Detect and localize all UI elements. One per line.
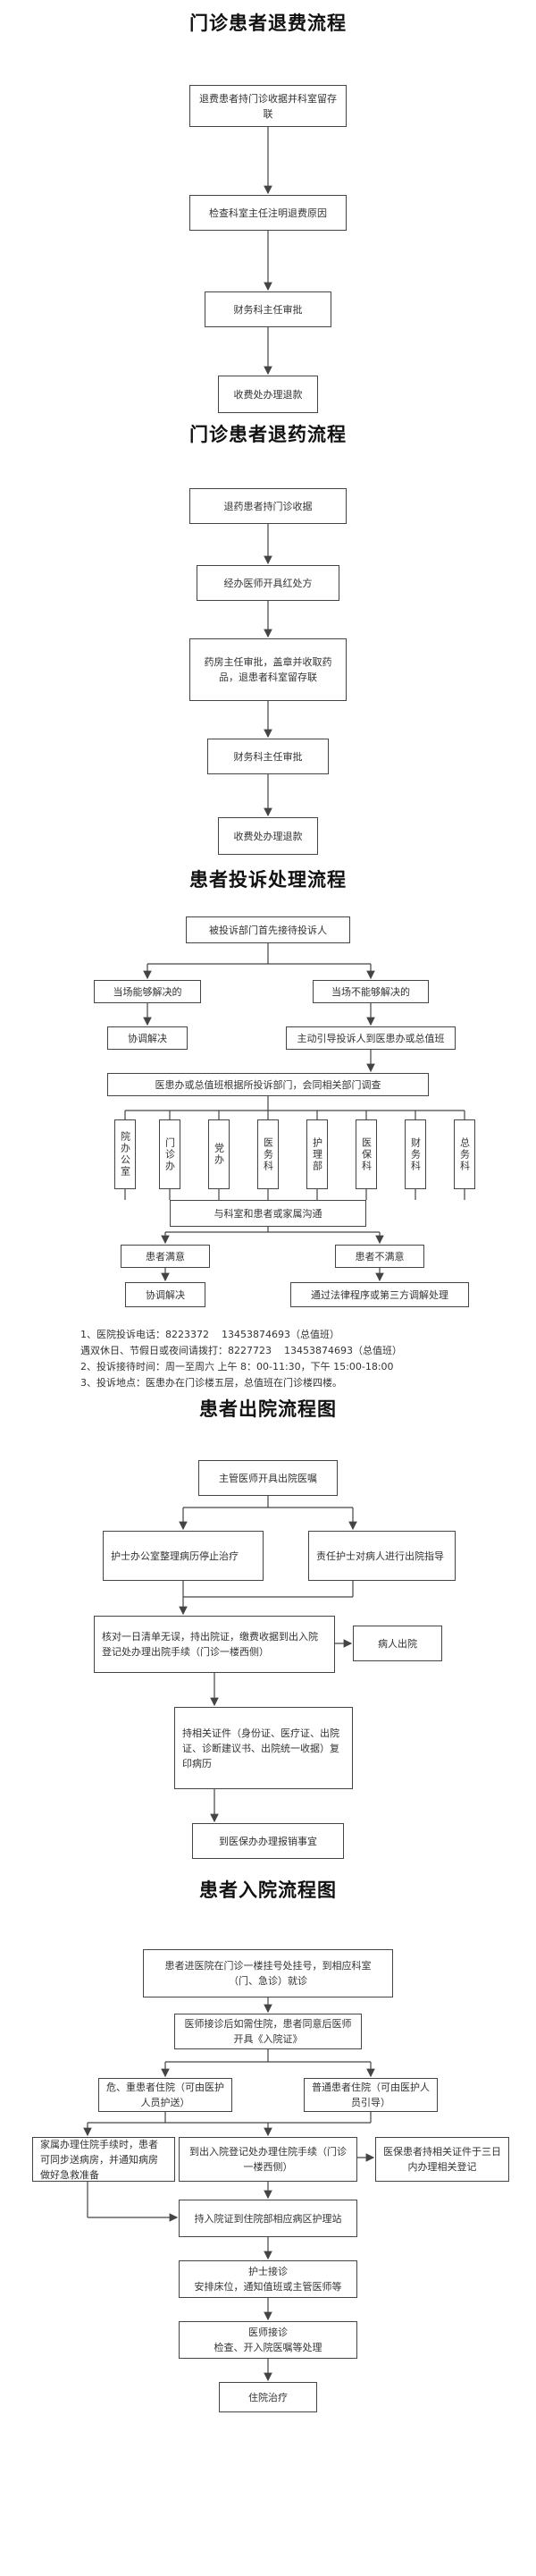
discharge-duty-nurse: 责任护士对病人进行出院指导 bbox=[308, 1531, 456, 1581]
section-title-admission: 患者入院流程图 bbox=[199, 1879, 337, 1901]
discharge-copy-records: 持相关证件（身份证、医疗证、出院证、诊断建议书、出院统一收据）复印病历 bbox=[174, 1707, 353, 1789]
department-box: 医务科 bbox=[257, 1119, 279, 1189]
complaint-investigate: 医患办或总值班根据所投诉部门，会同相关部门调查 bbox=[107, 1073, 429, 1096]
complaint-dissatisfied: 患者不满意 bbox=[335, 1245, 424, 1268]
admission-critical: 危、重患者住院（可由医护人员护送） bbox=[98, 2078, 232, 2112]
complaint-note-holiday: 遇双休日、节假日或夜间请拨打：8227723 13453874693（总值班） bbox=[80, 1345, 402, 1356]
department-box: 门诊办 bbox=[159, 1119, 180, 1189]
refund-step-1: 退费患者持门诊收据并科室留存联 bbox=[189, 85, 347, 127]
department-box: 院办公室 bbox=[114, 1119, 136, 1189]
complaint-legal: 通过法律程序或第三方调解处理 bbox=[290, 1282, 469, 1307]
department-box: 医保科 bbox=[356, 1119, 377, 1189]
drug-step-4: 财务科主任审批 bbox=[207, 739, 329, 774]
drug-step-2: 经办医师开具红处方 bbox=[197, 565, 339, 601]
admission-insured: 医保患者持相关证件于三日内办理相关登记 bbox=[375, 2137, 509, 2182]
department-box: 财务科 bbox=[405, 1119, 426, 1189]
admission-treatment: 住院治疗 bbox=[219, 2382, 317, 2412]
admission-nurse-receive: 护士接诊 安排床位，通知值班或主管医师等 bbox=[179, 2260, 357, 2298]
admission-family: 家属办理住院手续时，患者可同步送病房，并通知病房做好急救准备 bbox=[32, 2137, 175, 2182]
refund-step-2: 检查科室主任注明退费原因 bbox=[189, 195, 347, 231]
discharge-nurse-office: 护士办公室整理病历停止治疗 bbox=[103, 1531, 264, 1581]
department-box: 护理部 bbox=[306, 1119, 328, 1189]
complaint-coordinate: 协调解决 bbox=[107, 1026, 188, 1050]
admission-normal: 普通患者住院（可由医护人员引导） bbox=[304, 2078, 438, 2112]
admission-register: 患者进医院在门诊一楼挂号处挂号，到相应科室（门、急诊）就诊 bbox=[143, 1949, 393, 1997]
admission-office: 到出入院登记处办理住院手续（门诊一楼西侧） bbox=[179, 2137, 357, 2182]
discharge-order: 主管医师开具出院医嘱 bbox=[198, 1460, 338, 1496]
discharge-insurance: 到医保办办理报销事宜 bbox=[192, 1823, 344, 1859]
refund-step-3: 财务科主任审批 bbox=[205, 291, 331, 327]
complaint-guide: 主动引导投诉人到医患办或总值班 bbox=[286, 1026, 456, 1050]
complaint-solved-on-site: 当场能够解决的 bbox=[94, 980, 201, 1003]
discharge-patient-leaves: 病人出院 bbox=[353, 1626, 442, 1661]
complaint-coordinate-2: 协调解决 bbox=[125, 1282, 205, 1307]
admission-doctor-receive: 医师接诊 检查、开入院医嘱等处理 bbox=[179, 2321, 357, 2359]
admission-doctor: 医师接诊后如需住院，患者同意后医师开具《入院证》 bbox=[174, 2014, 362, 2049]
drug-step-5: 收费处办理退款 bbox=[218, 817, 318, 855]
complaint-note-location: 3、投诉地点：医患办在门诊楼五层，总值班在门诊楼四楼。 bbox=[80, 1377, 342, 1389]
complaint-note-hours: 2、投诉接待时间：周一至周六 上午 8：00-11:30，下午 15:00-18… bbox=[80, 1361, 394, 1372]
complaint-note-phone: 1、医院投诉电话：8223372 13453874693（总值班） bbox=[80, 1329, 339, 1340]
complaint-communicate: 与科室和患者或家属沟通 bbox=[170, 1200, 366, 1227]
section-title-drug-return: 门诊患者退药流程 bbox=[189, 423, 347, 445]
section-title-complaint: 患者投诉处理流程 bbox=[189, 868, 347, 891]
refund-step-4: 收费处办理退款 bbox=[218, 376, 318, 413]
department-box: 总务科 bbox=[454, 1119, 475, 1189]
drug-step-1: 退药患者持门诊收据 bbox=[189, 488, 347, 524]
admission-ward: 持入院证到住院部相应病区护理站 bbox=[179, 2200, 357, 2237]
complaint-unsolved-on-site: 当场不能够解决的 bbox=[313, 980, 429, 1003]
discharge-checkout: 核对一日清单无误，持出院证，缴费收据到出入院登记处办理出院手续（门诊一楼西侧） bbox=[94, 1616, 335, 1673]
department-box: 党办 bbox=[208, 1119, 230, 1189]
complaint-first-reception: 被投诉部门首先接待投诉人 bbox=[186, 916, 350, 943]
section-title-discharge: 患者出院流程图 bbox=[199, 1398, 337, 1420]
section-title-refund: 门诊患者退费流程 bbox=[189, 12, 347, 34]
drug-step-3: 药房主任审批，盖章并收取药品，退患者科室留存联 bbox=[189, 638, 347, 701]
complaint-satisfied: 患者满意 bbox=[121, 1245, 210, 1268]
